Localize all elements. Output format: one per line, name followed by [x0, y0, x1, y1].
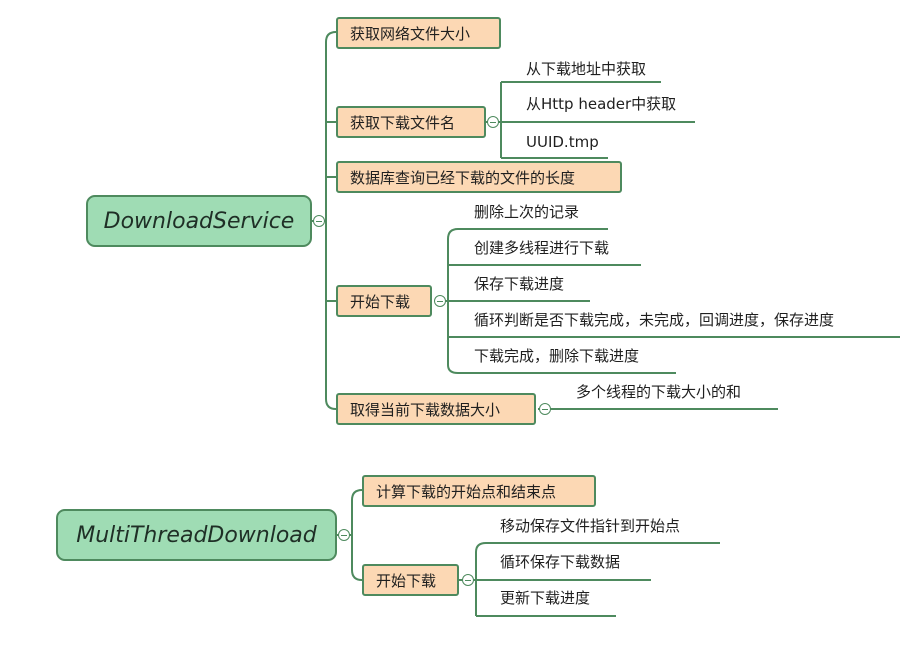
branch-start-download[interactable]: 开始下载 [336, 285, 432, 317]
root-node-multi-thread-download[interactable]: MultiThreadDownload [56, 509, 337, 561]
branch-current-download-size[interactable]: 取得当前下载数据大小 [336, 393, 536, 425]
collapse-toggle-icon[interactable] [434, 295, 446, 307]
branch-get-file-name[interactable]: 获取下载文件名 [336, 106, 486, 138]
branch-get-file-size[interactable]: 获取网络文件大小 [336, 17, 501, 49]
collapse-toggle-icon[interactable] [487, 116, 499, 128]
branch-query-downloaded-length[interactable]: 数据库查询已经下载的文件的长度 [336, 161, 622, 193]
leaf-uuid-tmp: UUID.tmp [526, 133, 599, 151]
collapse-toggle-icon[interactable] [539, 403, 551, 415]
leaf-sum-thread-sizes: 多个线程的下载大小的和 [576, 383, 742, 401]
leaf-save-progress: 保存下载进度 [474, 275, 565, 293]
collapse-toggle-icon[interactable] [338, 529, 350, 541]
branch-calc-start-end[interactable]: 计算下载的开始点和结束点 [362, 475, 596, 507]
leaf-loop-save-data: 循环保存下载数据 [500, 553, 621, 571]
leaf-update-progress: 更新下载进度 [500, 589, 591, 607]
leaf-move-file-pointer: 移动保存文件指针到开始点 [500, 517, 681, 535]
leaf-from-url: 从下载地址中获取 [526, 60, 647, 78]
collapse-toggle-icon[interactable] [313, 215, 325, 227]
leaf-delete-last-record: 删除上次的记录 [474, 203, 580, 221]
root-node-download-service[interactable]: DownloadService [86, 195, 312, 247]
collapse-toggle-icon[interactable] [462, 574, 474, 586]
leaf-from-http-header: 从Http header中获取 [526, 95, 677, 113]
leaf-download-complete: 下载完成，删除下载进度 [474, 347, 640, 365]
leaf-create-threads: 创建多线程进行下载 [474, 239, 610, 257]
leaf-loop-check-complete: 循环判断是否下载完成，未完成，回调进度，保存进度 [474, 311, 835, 329]
branch-start-download-2[interactable]: 开始下载 [362, 564, 459, 596]
